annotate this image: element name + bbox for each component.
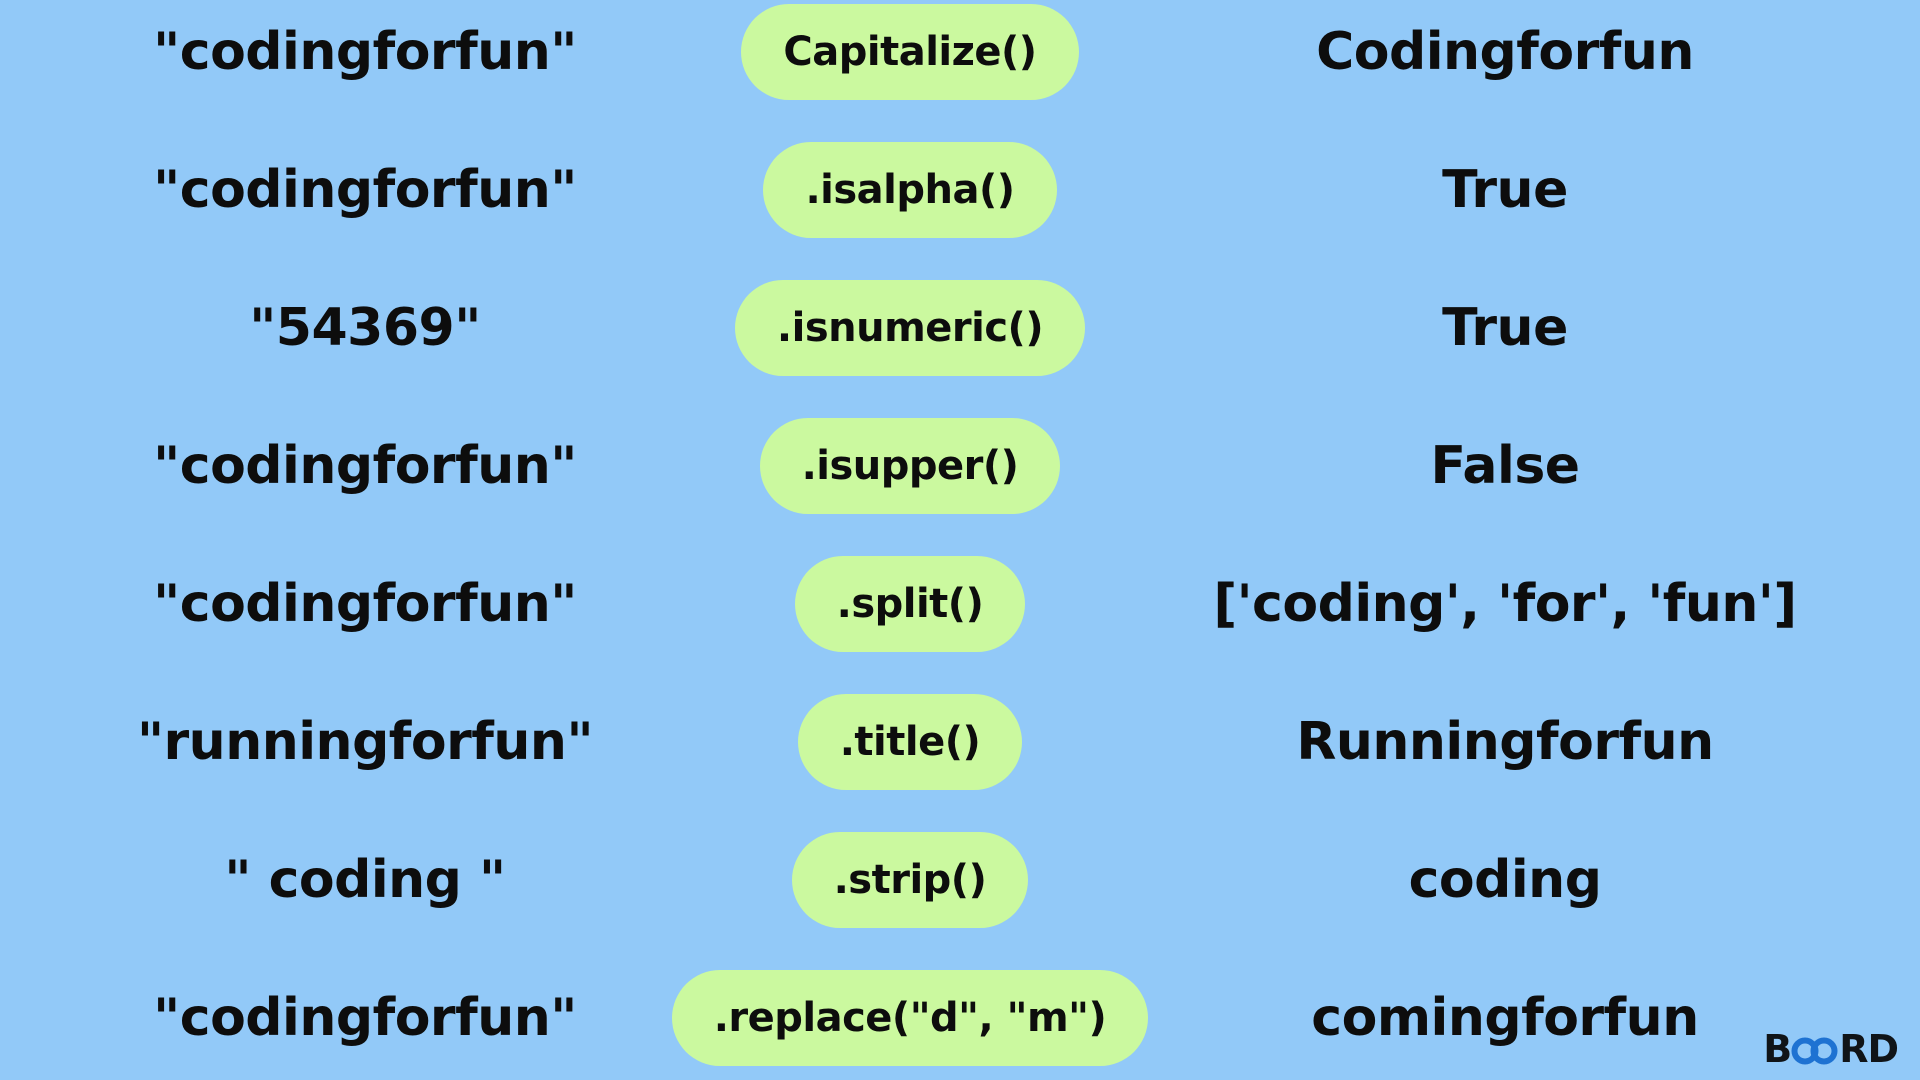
- input-string: "codingforfun": [153, 574, 577, 634]
- input-string: "54369": [249, 298, 481, 358]
- output-value: Runningforfun: [1296, 712, 1714, 772]
- output-value: coding: [1408, 850, 1602, 910]
- input-string: "codingforfun": [153, 22, 577, 82]
- output-value: comingforfun: [1311, 988, 1699, 1048]
- table-row: "codingforfun" .isalpha() True: [0, 138, 1920, 242]
- method-pill: .isalpha(): [763, 142, 1057, 238]
- input-string: "codingforfun": [153, 436, 577, 496]
- method-pill: .title(): [797, 694, 1023, 790]
- table-row: "codingforfun" .isupper() False: [0, 414, 1920, 518]
- method-pill: .split(): [794, 556, 1026, 652]
- table-row: "54369" .isnumeric() True: [0, 276, 1920, 380]
- output-value: ['coding', 'for', 'fun']: [1213, 574, 1797, 634]
- input-string: "runningforfun": [136, 712, 594, 772]
- output-value: False: [1430, 436, 1580, 496]
- infinity-icon: [1791, 1037, 1838, 1065]
- method-pill: Capitalize(): [741, 4, 1079, 100]
- table-row: "codingforfun" .replace("d", "m") coming…: [0, 966, 1920, 1070]
- output-value: Codingforfun: [1316, 22, 1694, 82]
- method-pill: .replace("d", "m"): [671, 970, 1149, 1066]
- method-pill: .isupper(): [759, 418, 1061, 514]
- table-row: "codingforfun" Capitalize() Codingforfun: [0, 0, 1920, 104]
- output-value: True: [1442, 298, 1568, 358]
- output-value: True: [1442, 160, 1568, 220]
- logo-text-prefix: B: [1763, 1027, 1792, 1071]
- table-row: "runningforfun" .title() Runningforfun: [0, 690, 1920, 794]
- board-logo: B RD: [1763, 1027, 1899, 1071]
- table-row: " coding " .strip() coding: [0, 828, 1920, 932]
- method-pill: .isnumeric(): [734, 280, 1086, 376]
- input-string: "codingforfun": [153, 988, 577, 1048]
- input-string: "codingforfun": [153, 160, 577, 220]
- logo-text-suffix: RD: [1839, 1027, 1899, 1071]
- input-string: " coding ": [224, 850, 506, 910]
- method-pill: .strip(): [791, 832, 1029, 928]
- table-row: "codingforfun" .split() ['coding', 'for'…: [0, 552, 1920, 656]
